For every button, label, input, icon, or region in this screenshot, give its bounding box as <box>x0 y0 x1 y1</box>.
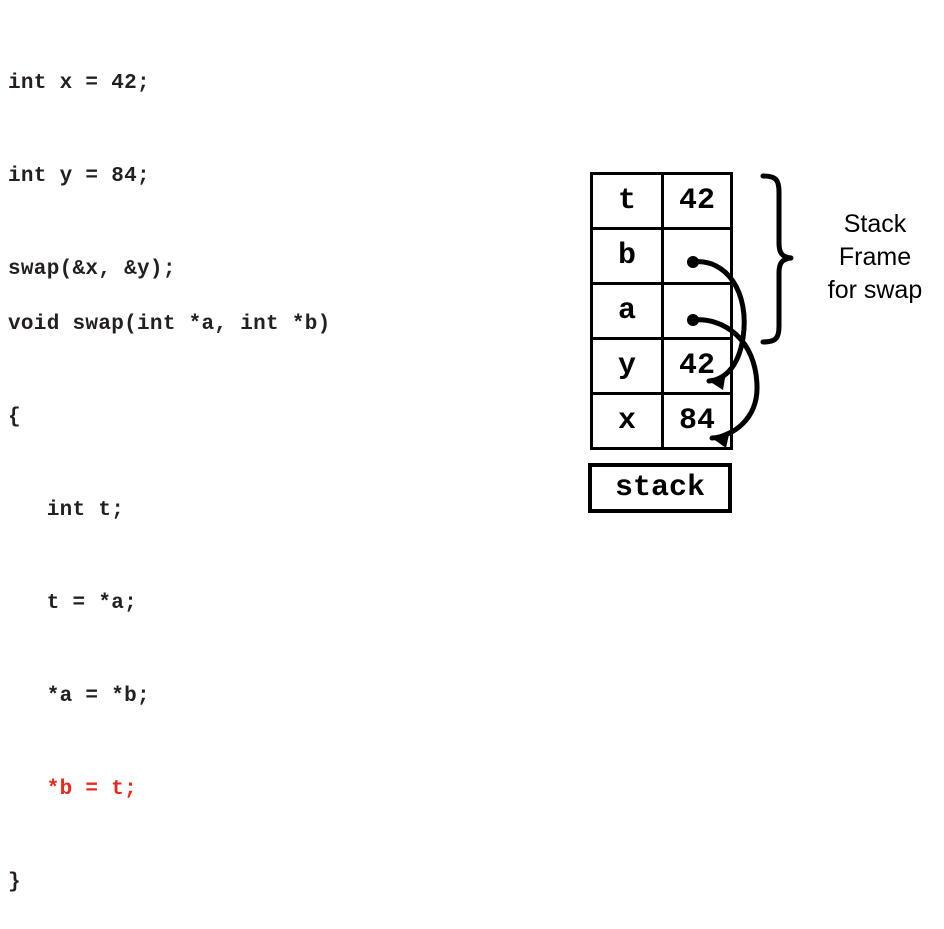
code-line: { <box>8 406 21 429</box>
cell-name-x: x <box>590 392 664 450</box>
table-row: x 84 <box>590 392 733 450</box>
table-row: b <box>590 227 733 285</box>
code-line: } <box>8 871 21 894</box>
table-row: a <box>590 282 733 340</box>
code-line: t = *a; <box>8 592 138 615</box>
cell-name-t: t <box>590 172 664 230</box>
stack-frame-brace <box>760 173 794 345</box>
code-line: void swap(int *a, int *b) <box>8 313 331 336</box>
stack-frame-label: Stack Frame for swap <box>806 208 944 307</box>
stack-base-label: stack <box>588 463 732 513</box>
call-site-code-block: int x = 42; int y = 84; swap(&x, &y); <box>8 6 176 316</box>
code-line: *a = *b; <box>8 685 150 708</box>
frame-label-line: Frame <box>838 243 912 271</box>
cell-value-x: 84 <box>661 392 733 450</box>
code-line: int t; <box>8 499 125 522</box>
code-line: int y = 84; <box>8 165 150 188</box>
code-line: int x = 42; <box>8 72 150 95</box>
pointer-arrows-overlay <box>687 173 794 448</box>
cell-name-y: y <box>590 337 664 395</box>
code-line: swap(&x, &y); <box>8 258 176 281</box>
table-row: y 42 <box>590 337 733 395</box>
cell-name-a: a <box>590 282 664 340</box>
cell-value-t: 42 <box>661 172 733 230</box>
cell-value-b-pointer <box>661 227 733 285</box>
frame-label-line: for swap <box>827 276 923 304</box>
stack-frame-table: t 42 b a y 42 x 84 <box>590 172 733 450</box>
cell-value-a-pointer <box>661 282 733 340</box>
frame-label-line: Stack <box>843 210 907 238</box>
cell-value-y: 42 <box>661 337 733 395</box>
code-line-highlighted: *b = t; <box>8 778 138 801</box>
table-row: t 42 <box>590 172 733 230</box>
stack-diagram: t 42 b a y 42 x 84 stack <box>588 172 944 513</box>
cell-name-b: b <box>590 227 664 285</box>
